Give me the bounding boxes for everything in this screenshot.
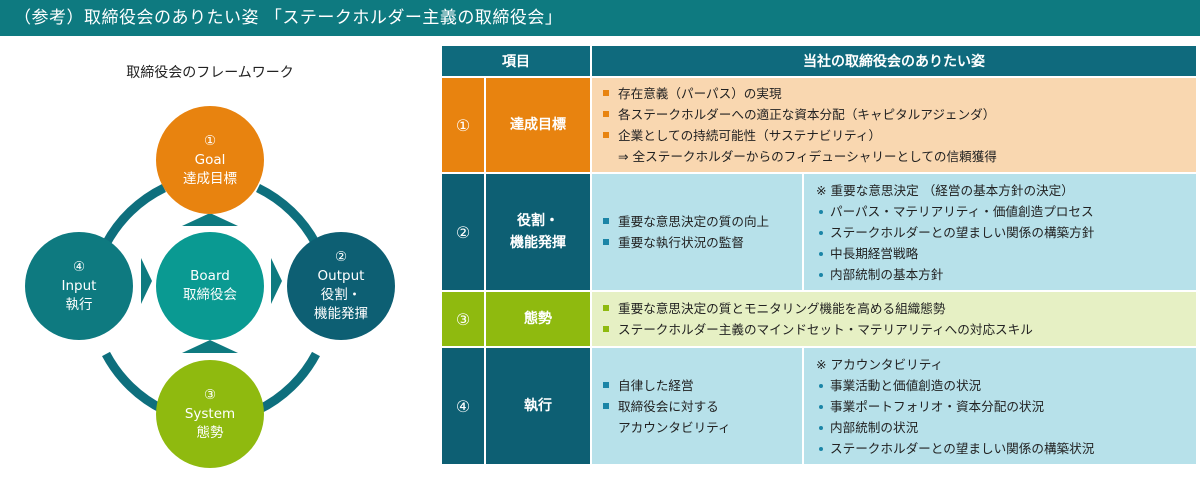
arrow-up-to-goal xyxy=(182,213,238,226)
dot-bullet-icon xyxy=(819,272,823,277)
goal-jp: 達成目標 xyxy=(183,170,237,187)
goal-en: Goal xyxy=(194,151,226,168)
dot-bullet-icon xyxy=(819,251,823,256)
square-bullet-icon xyxy=(603,305,609,311)
note-heading: ※ アカウンタビリティ xyxy=(816,356,944,372)
list-item: 中長期経営戦略 xyxy=(814,243,1186,264)
row-content: 存在意義（パーパス）の実現 各ステークホルダーへの適正な資本分配（キャピタルアジ… xyxy=(590,76,1198,174)
list-item: 自律した経営 xyxy=(602,375,792,396)
row-number: ① xyxy=(440,76,486,174)
list-item: 企業としての持続可能性（サステナビリティ） xyxy=(602,125,1186,146)
input-en: Input xyxy=(61,277,97,294)
row-label: 執行 xyxy=(484,346,592,466)
list-item: パーパス・マテリアリティ・価値創造プロセス xyxy=(814,201,1186,222)
list-item: 内部統制の状況 xyxy=(814,417,1186,438)
header-ideal: 当社の取締役会のありたい姿 xyxy=(590,44,1198,78)
table-row-execution: ④ 執行 自律した経営 取締役会に対するアカウンタビリティ ※ アカウンタビリテ… xyxy=(440,346,1198,466)
list-item: 取締役会に対するアカウンタビリティ xyxy=(602,396,792,438)
arrow-right-to-output xyxy=(271,258,282,304)
arrow-up-to-board xyxy=(182,340,238,353)
square-bullet-icon xyxy=(603,402,609,409)
system-circle: ③ System 態勢 xyxy=(156,360,264,468)
list-item: 重要な執行状況の監督 xyxy=(602,232,792,253)
board-en: Board xyxy=(190,268,230,284)
output-en: Output xyxy=(317,268,365,284)
row-content-left: 自律した経営 取締役会に対するアカウンタビリティ xyxy=(590,346,804,466)
row-label: 達成目標 xyxy=(484,76,592,174)
row-label: 態勢 xyxy=(484,290,592,348)
goal-number: ① xyxy=(203,132,217,149)
square-bullet-icon xyxy=(603,218,609,224)
row-content-left: 重要な意思決定の質の向上 重要な執行状況の監督 xyxy=(590,172,804,292)
dot-bullet-icon xyxy=(819,446,823,451)
list-item: 存在意義（パーパス）の実現 xyxy=(602,83,1186,104)
table-row-role: ② 役割・機能発揮 重要な意思決定の質の向上 重要な執行状況の監督 ※ 重要な意… xyxy=(440,172,1198,292)
header-item: 項目 xyxy=(440,44,592,78)
ring-arc-output-system xyxy=(255,351,320,415)
list-item: 各ステークホルダーへの適正な資本分配（キャピタルアジェンダ） xyxy=(602,104,1186,125)
output-number: ② xyxy=(334,249,348,265)
row-number: ④ xyxy=(440,346,486,466)
table-row-system: ③ 態勢 重要な意思決定の質とモニタリング機能を高める組織態勢 ステークホルダー… xyxy=(440,290,1198,348)
row-label: 役割・機能発揮 xyxy=(484,172,592,292)
ideal-board-table: 項目 当社の取締役会のありたい姿 ① 達成目標 存在意義（パーパス）の実現 各ス… xyxy=(440,44,1198,466)
board-circle: Board 取締役会 xyxy=(156,232,264,340)
row-number: ② xyxy=(440,172,486,292)
ring-arc-input-goal xyxy=(102,183,167,247)
square-bullet-icon xyxy=(603,111,609,117)
row-conclusion: ⇒ 全ステークホルダーからのフィデューシャリーとしての信頼獲得 xyxy=(618,149,997,164)
framework-title: 取締役会のフレームワーク xyxy=(126,65,294,81)
list-item: 事業ポートフォリオ・資本分配の状況 xyxy=(814,396,1186,417)
dot-bullet-icon xyxy=(819,230,823,235)
list-item: 事業活動と価値創造の状況 xyxy=(814,375,1186,396)
row-content: 重要な意思決定の質とモニタリング機能を高める組織態勢 ステークホルダー主義のマイ… xyxy=(590,290,1198,348)
system-en: System xyxy=(184,405,236,422)
output-jp2: 機能発揮 xyxy=(314,306,368,322)
note-heading: ※ 重要な意思決定 （経営の基本方針の決定） xyxy=(816,182,1074,198)
input-jp: 執行 xyxy=(65,296,93,313)
table-header-row: 項目 当社の取締役会のありたい姿 xyxy=(440,44,1198,78)
system-number: ③ xyxy=(203,386,217,403)
square-bullet-icon xyxy=(603,326,609,332)
dot-bullet-icon xyxy=(819,383,823,388)
arrow-right-to-board xyxy=(141,258,152,304)
output-circle: ② Output 役割・ 機能発揮 xyxy=(287,232,395,340)
row-content-right: ※ 重要な意思決定 （経営の基本方針の決定） パーパス・マテリアリティ・価値創造… xyxy=(802,172,1198,292)
input-number: ④ xyxy=(72,258,86,275)
board-jp: 取締役会 xyxy=(183,287,237,303)
input-circle: ④ Input 執行 xyxy=(25,232,133,340)
ring-arc-system-input xyxy=(102,351,167,415)
output-jp1: 役割・ xyxy=(320,287,362,303)
table-row-goal: ① 達成目標 存在意義（パーパス）の実現 各ステークホルダーへの適正な資本分配（… xyxy=(440,76,1198,174)
row-number: ③ xyxy=(440,290,486,348)
list-item: 内部統制の基本方針 xyxy=(814,264,1186,285)
list-item: ステークホルダー主義のマインドセット・マテリアリティへの対応スキル xyxy=(602,319,1186,340)
square-bullet-icon xyxy=(603,239,609,245)
framework-diagram: 取締役会のフレームワーク ① Goal 達成目標 ④ Input 執行 Boar… xyxy=(0,36,430,480)
list-item: ステークホルダーとの望ましい関係の構築状況 xyxy=(814,438,1186,459)
dot-bullet-icon xyxy=(819,425,823,430)
dot-bullet-icon xyxy=(819,209,823,214)
system-jp: 態勢 xyxy=(196,424,224,441)
list-item: 重要な意思決定の質とモニタリング機能を高める組織態勢 xyxy=(602,298,1186,319)
square-bullet-icon xyxy=(603,90,609,96)
page-title: （参考）取締役会のありたい姿 「ステークホルダー主義の取締役会」 xyxy=(0,0,1200,36)
square-bullet-icon xyxy=(603,132,609,138)
list-item: 重要な意思決定の質の向上 xyxy=(602,211,792,232)
goal-circle: ① Goal 達成目標 xyxy=(156,106,264,214)
row-content-right: ※ アカウンタビリティ 事業活動と価値創造の状況 事業ポートフォリオ・資本分配の… xyxy=(802,346,1198,466)
list-item: ステークホルダーとの望ましい関係の構築方針 xyxy=(814,222,1186,243)
square-bullet-icon xyxy=(603,381,609,388)
dot-bullet-icon xyxy=(819,404,823,409)
ring-arc-goal-output xyxy=(255,183,320,247)
